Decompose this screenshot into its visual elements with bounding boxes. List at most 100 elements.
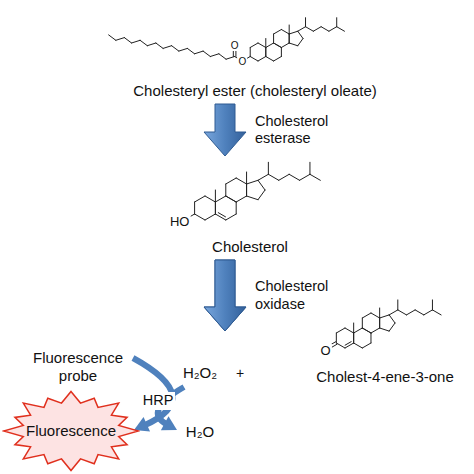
- atom-label: O: [238, 57, 248, 67]
- bond-line: [321, 27, 329, 32]
- bond-line: [389, 310, 398, 315]
- bond-line: [156, 43, 163, 48]
- bond-line: [362, 313, 371, 318]
- bond-line: [218, 213, 225, 217]
- node-text: Cholest-4-ene-3-one: [316, 368, 454, 386]
- bond-line: [353, 333, 354, 343]
- bond-line: [274, 30, 282, 35]
- bond-line: [281, 30, 289, 35]
- bond-line: [298, 27, 306, 32]
- product-label: H₂O: [178, 420, 222, 444]
- bond-line: [406, 310, 415, 315]
- bond-line: [289, 34, 290, 43]
- bond-line: [109, 35, 116, 40]
- bond-line: [132, 40, 141, 43]
- bond-line: [345, 328, 354, 333]
- bond-line: [195, 214, 205, 220]
- bond-line: [179, 48, 188, 51]
- bond-line: [353, 333, 354, 343]
- bond-line: [397, 300, 398, 310]
- bond-line: [362, 343, 371, 348]
- bond-line: [337, 27, 345, 32]
- enzyme-label: Cholesterol esterase: [255, 113, 347, 148]
- bond-line: [274, 43, 282, 48]
- bond-line: [398, 310, 407, 315]
- bond-line: [298, 39, 303, 46]
- compound-node: Cholesteryl ester (cholesteryl oleate): [105, 0, 405, 100]
- bond-line: [415, 310, 424, 315]
- bond-line: [265, 48, 266, 57]
- bond-line: [268, 162, 269, 174]
- bond-line: [389, 323, 395, 331]
- reaction-arrow: [204, 260, 246, 331]
- bond-line: [236, 196, 246, 202]
- bond-line: [195, 196, 205, 202]
- bond-line: [219, 54, 226, 59]
- bond-line: [345, 342, 351, 346]
- bond-line: [274, 57, 282, 62]
- bond-line: [432, 300, 433, 310]
- bond-line: [250, 57, 258, 62]
- bond-line: [215, 190, 216, 202]
- bond-line: [246, 184, 247, 196]
- bond-line: [354, 343, 363, 348]
- bond-line: [203, 51, 210, 56]
- bond-line: [215, 214, 225, 220]
- bond-line: [379, 318, 380, 328]
- product-label: H₂O₂: [178, 361, 222, 385]
- bond-line: [336, 343, 345, 348]
- bond-line: [250, 43, 258, 48]
- bond-line: [247, 180, 258, 184]
- bond-line: [258, 43, 266, 48]
- bond-line: [258, 174, 268, 180]
- bond-line: [379, 308, 380, 318]
- bond-line: [274, 43, 282, 48]
- bond-line: [205, 214, 215, 220]
- bond-line: [306, 27, 314, 32]
- bond-line: [362, 318, 363, 328]
- bond-line: [226, 196, 236, 202]
- node-text: H₂O: [186, 423, 214, 441]
- bond-line: [163, 46, 172, 49]
- bond-line: [124, 38, 131, 43]
- bond-line: [247, 196, 258, 200]
- bond-line: [236, 178, 246, 184]
- node-text: Cholesteryl ester (cholesteryl oleate): [133, 82, 376, 100]
- bond-line: [226, 196, 236, 202]
- enzyme-label: Cholesterol oxidase: [255, 278, 347, 313]
- compound-node: Cholesterol: [150, 158, 350, 256]
- bond-line: [205, 196, 215, 202]
- bond-line: [289, 43, 298, 46]
- compound-node: Cholest-4-ene-3-one: [298, 294, 472, 386]
- node-text: Cholesterol: [212, 238, 288, 256]
- bond-line: [172, 46, 179, 51]
- bond-line: [246, 184, 247, 196]
- bond-line: [268, 174, 278, 180]
- atom-label: HO: [169, 215, 191, 228]
- reaction-arrow: [204, 104, 246, 156]
- bond-line: [336, 328, 345, 333]
- bond-line: [236, 202, 237, 214]
- bond-line: [371, 313, 380, 318]
- bond-line: [309, 162, 310, 174]
- node-text: H₂O₂: [183, 364, 217, 382]
- bond-line: [266, 57, 274, 62]
- bond-line: [187, 48, 194, 53]
- bond-line: [362, 328, 371, 333]
- bond-line: [379, 318, 380, 328]
- bond-line: [281, 43, 289, 48]
- reaction-arrow: [204, 260, 246, 331]
- atom-label: O: [320, 344, 332, 357]
- bond-line: [266, 43, 274, 48]
- bond-line: [279, 174, 289, 180]
- bond-line: [329, 27, 337, 32]
- starburst-shape: [4, 392, 139, 471]
- bond-line: [289, 174, 299, 180]
- bond-line: [265, 39, 266, 48]
- bond-line: [313, 27, 321, 32]
- fluorescence-burst: Fluorescence: [2, 390, 140, 472]
- bond-line: [300, 174, 310, 180]
- bond-line: [380, 315, 390, 318]
- bond-line: [310, 174, 320, 180]
